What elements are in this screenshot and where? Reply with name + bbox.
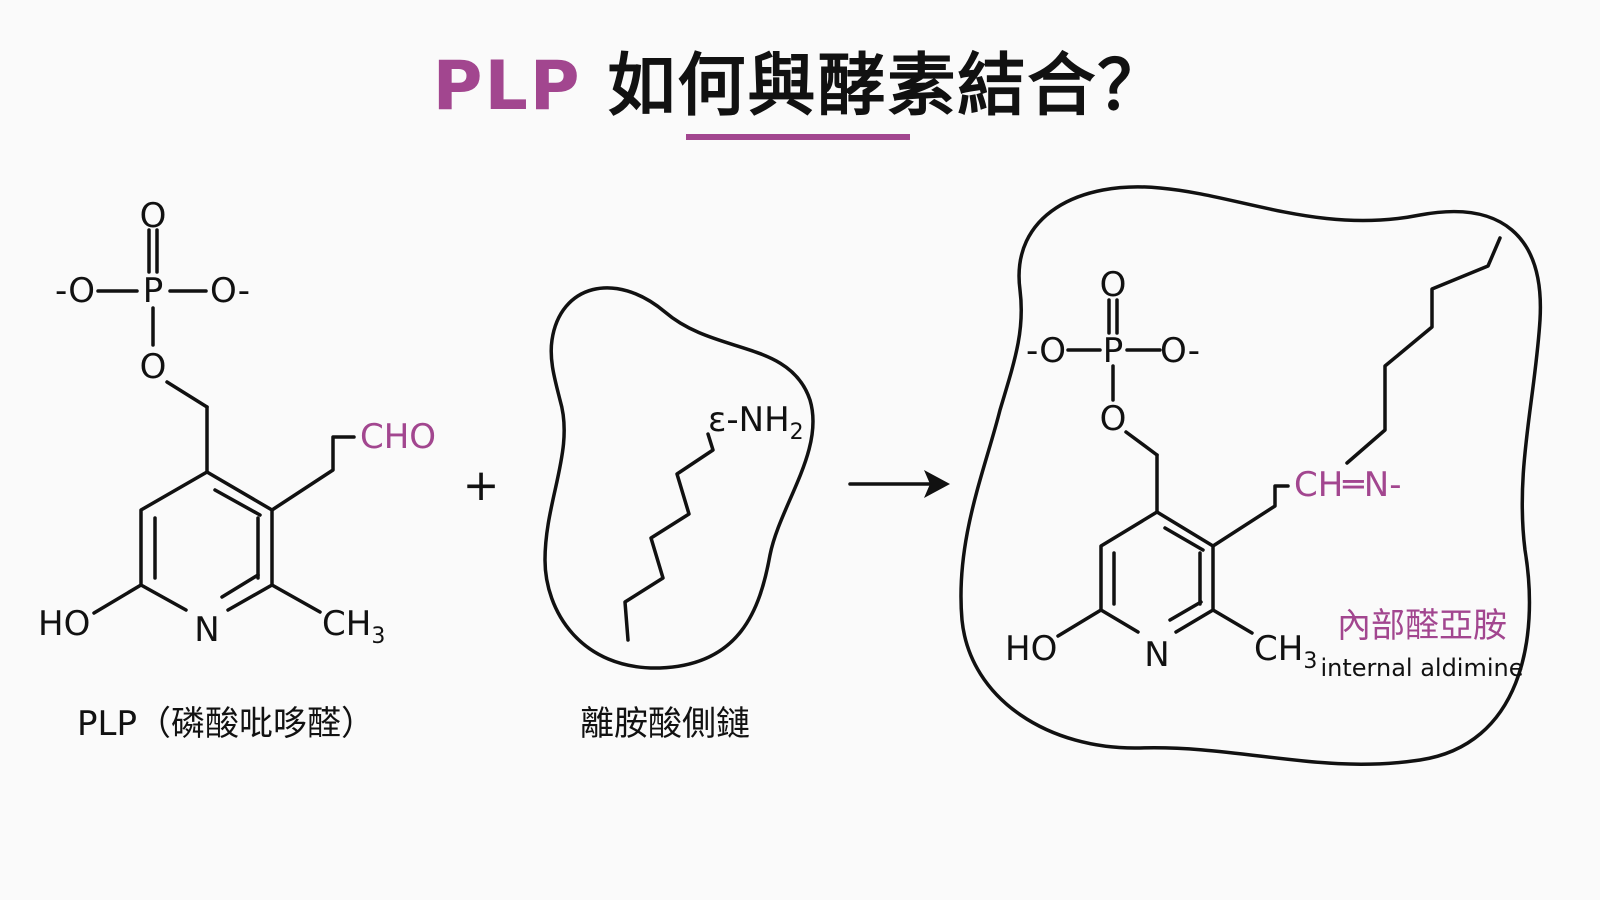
plp-ho: HO: [38, 604, 90, 644]
plp-p: P: [143, 271, 164, 311]
p-o-double-bond-2: [1107, 298, 1119, 335]
plp-ch3: CH3: [322, 604, 385, 649]
ch3-bond-2: [1211, 608, 1254, 635]
page-title: PLP 如何與酵素結合？: [0, 30, 1600, 129]
plp-o-top: O: [140, 196, 167, 236]
plp-cho: CHO: [360, 417, 436, 457]
ho-bond-2: [1056, 608, 1103, 638]
plp-caption: PLP（磷酸吡哆醛）: [77, 704, 375, 744]
plus-sign: +: [463, 460, 500, 511]
ring-double-bond-6: [1163, 526, 1205, 552]
cho-chain-bond: [270, 435, 356, 512]
title-rest: 如何與酵素結合？: [581, 47, 1168, 126]
lysine-chain-bound: [1345, 236, 1502, 465]
ring-right-side: [205, 470, 274, 612]
product-o-left: -O: [1026, 331, 1066, 371]
product-n: N: [1144, 635, 1169, 675]
lysine-chain: [623, 432, 715, 642]
plp-n: N: [194, 610, 219, 650]
ring-right-side-2: [1155, 510, 1215, 634]
title-accent: PLP: [432, 47, 582, 126]
ch3-bond: [270, 583, 322, 614]
product-imine: CH═N-: [1294, 465, 1401, 505]
ring-double-bond-3: [220, 573, 260, 599]
internal-aldimine-label-en: internal aldimine: [1320, 654, 1523, 682]
o-ch2-bond-2: [1124, 430, 1159, 457]
enzyme-blob-large: [959, 185, 1543, 766]
plp-o-right: O-: [210, 271, 250, 311]
plp-o-left: -O: [55, 271, 95, 311]
product-o-link: O: [1100, 399, 1127, 439]
product-ch3: CH3: [1254, 629, 1317, 674]
ring-double-bond-2: [213, 488, 262, 517]
plp-o-link: O: [140, 347, 167, 387]
product-o-top: O: [1100, 265, 1127, 305]
ring-double-bond-7: [1168, 600, 1203, 622]
ring-left-side-2: [1099, 510, 1159, 634]
plp-molecule: O P -O O- O CHO HO N CH3 PLP（磷酸吡哆醛）: [38, 196, 436, 744]
ho-bond: [92, 583, 143, 615]
lysine-caption: 離胺酸側鏈: [580, 704, 750, 744]
product-o-right: O-: [1160, 331, 1200, 371]
title-underline: [686, 134, 910, 140]
enzyme-blob-small: [543, 286, 815, 670]
product-p: P: [1103, 331, 1124, 371]
lysine-epsilon-nh2: ε-NH2: [708, 400, 804, 445]
product-ho: HO: [1005, 629, 1057, 669]
reaction-arrow: [848, 470, 950, 498]
lysine-side-chain: ε-NH2 離胺酸側鏈: [543, 286, 815, 744]
internal-aldimine-label-cjk: 內部醛亞胺: [1337, 606, 1507, 646]
p-o-double-bond: [147, 228, 159, 274]
o-ch2-bond: [165, 380, 209, 409]
imine-chain-bond: [1211, 484, 1290, 548]
ring-left-side: [139, 470, 209, 612]
aldimine-product: O P -O O- O CH═N- HO N CH3 內部醛亞胺 interna…: [959, 185, 1543, 766]
